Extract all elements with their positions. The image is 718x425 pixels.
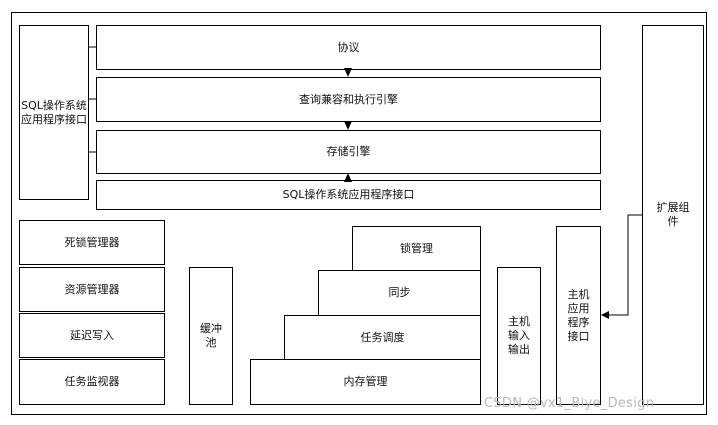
- watermark: CSDN @vx1_Biye_Design: [484, 396, 655, 411]
- resource-manager-box: 资源管理器: [19, 267, 165, 312]
- arrow-query-to-storage-head: [344, 121, 352, 130]
- storage-engine-label: 存储引擎: [326, 145, 371, 158]
- host-io-box: 主机输入输出: [497, 267, 541, 405]
- host-api-box: 主机应用程序接口: [556, 226, 601, 405]
- extension-box: 扩展组件: [642, 25, 704, 405]
- task-scheduler-label: 任务调度: [360, 330, 405, 344]
- left-sql-os-api-box: SQL操作系统应用程序接口: [19, 25, 89, 200]
- task-monitor-box: 任务监视器: [19, 359, 165, 405]
- buffer-pool-box: 缓冲池: [189, 267, 233, 405]
- query-engine-label: 查询兼容和执行引擎: [299, 92, 398, 106]
- lock-manager-label: 锁管理: [400, 241, 433, 255]
- host-io-label: 主机输入输出: [508, 315, 530, 356]
- storage-engine-box: 存储引擎: [96, 130, 601, 174]
- protocol-box: 协议: [96, 25, 601, 70]
- sync-box: 同步: [318, 270, 481, 316]
- memory-manager-box: 内存管理: [250, 359, 481, 405]
- task-scheduler-box: 任务调度: [284, 315, 481, 360]
- arrow-extension-to-host-api-line: [608, 214, 642, 316]
- memory-manager-label: 内存管理: [343, 375, 388, 388]
- deadlock-manager-label: 死锁管理器: [64, 235, 120, 249]
- protocol-label: 协议: [337, 40, 360, 54]
- arrow-api-to-storage-head: [344, 173, 352, 182]
- arrow-protocol-to-query-head: [344, 68, 352, 77]
- lock-manager-box: 锁管理: [352, 226, 481, 271]
- left-sql-os-api-label: SQL操作系统应用程序接口: [21, 98, 87, 126]
- buffer-pool-label: 缓冲池: [200, 322, 222, 349]
- bottom-sql-os-api-box: SQL操作系统应用程序接口: [96, 180, 601, 210]
- extension-label: 扩展组件: [656, 201, 690, 228]
- bottom-sql-os-api-label: SQL操作系统应用程序接口: [282, 188, 415, 201]
- lazy-writer-label: 延迟写入: [70, 328, 114, 342]
- task-monitor-label: 任务监视器: [64, 375, 120, 388]
- host-api-label: 主机应用程序接口: [567, 287, 590, 343]
- lazy-writer-box: 延迟写入: [19, 313, 165, 358]
- sync-label: 同步: [388, 286, 411, 299]
- resource-manager-label: 资源管理器: [64, 282, 120, 296]
- deadlock-manager-box: 死锁管理器: [19, 220, 165, 265]
- arrow-extension-to-host-api-head: [601, 311, 609, 319]
